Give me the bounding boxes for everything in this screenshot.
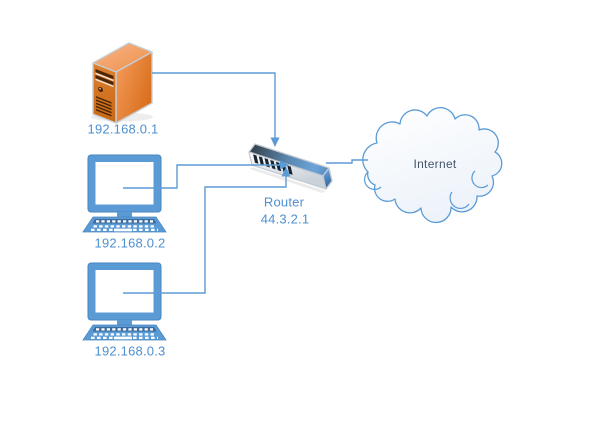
monitor-screen bbox=[95, 162, 154, 205]
cloud-curl-right bbox=[471, 170, 489, 189]
keyboard-spacebar bbox=[114, 228, 132, 232]
router-name-label: Router bbox=[263, 194, 305, 210]
keyboard-spacebar bbox=[114, 336, 132, 340]
desktop-icon-1 bbox=[82, 154, 167, 233]
drive-bay-highlight bbox=[95, 72, 114, 82]
router-shadow bbox=[250, 167, 326, 193]
monitor-stand bbox=[117, 320, 132, 326]
connector-router-internet bbox=[326, 159, 368, 164]
cloud-curl-left bbox=[364, 171, 382, 190]
drive-bay-slot bbox=[95, 68, 114, 80]
cloud-shape bbox=[362, 107, 503, 224]
server-front-details bbox=[95, 68, 114, 117]
power-button-dot bbox=[99, 87, 101, 90]
port-icon bbox=[287, 165, 293, 175]
server-icon bbox=[91, 42, 153, 124]
router-end-cap bbox=[322, 167, 333, 190]
drive-bay-highlight bbox=[95, 78, 114, 88]
vent-line bbox=[96, 96, 112, 104]
port-icon bbox=[258, 156, 265, 166]
connectors bbox=[123, 72, 368, 294]
vent-line bbox=[96, 102, 112, 111]
port-icon bbox=[253, 154, 259, 164]
router-icon bbox=[248, 143, 333, 193]
server-ip-label: 192.168.0.1 bbox=[87, 121, 159, 137]
drive-bay-slot bbox=[95, 74, 114, 86]
pc2-ip-label: 192.168.0.3 bbox=[94, 343, 166, 359]
monitor-stand bbox=[117, 212, 132, 218]
connector-pc2-router bbox=[123, 176, 287, 294]
connector-server-router bbox=[152, 72, 276, 138]
router-ip-label: 44.3.2.1 bbox=[260, 211, 310, 227]
internet-label: Internet bbox=[413, 157, 457, 171]
connector-pc1-router bbox=[123, 164, 280, 189]
arrowhead-down-icon bbox=[270, 137, 280, 147]
vent-line bbox=[96, 105, 112, 114]
port-icon bbox=[275, 161, 282, 172]
arrowhead-right-icon bbox=[280, 160, 289, 170]
desktop-icon-2 bbox=[82, 262, 167, 341]
internet-cloud bbox=[362, 107, 503, 224]
vent-line bbox=[96, 99, 112, 107]
monitor-screen bbox=[95, 270, 154, 313]
arrowhead-up-icon bbox=[281, 167, 291, 177]
vent-line bbox=[96, 108, 112, 117]
pc1-ip-label: 192.168.0.2 bbox=[94, 235, 166, 251]
cloud-curl-bottom bbox=[449, 191, 470, 210]
